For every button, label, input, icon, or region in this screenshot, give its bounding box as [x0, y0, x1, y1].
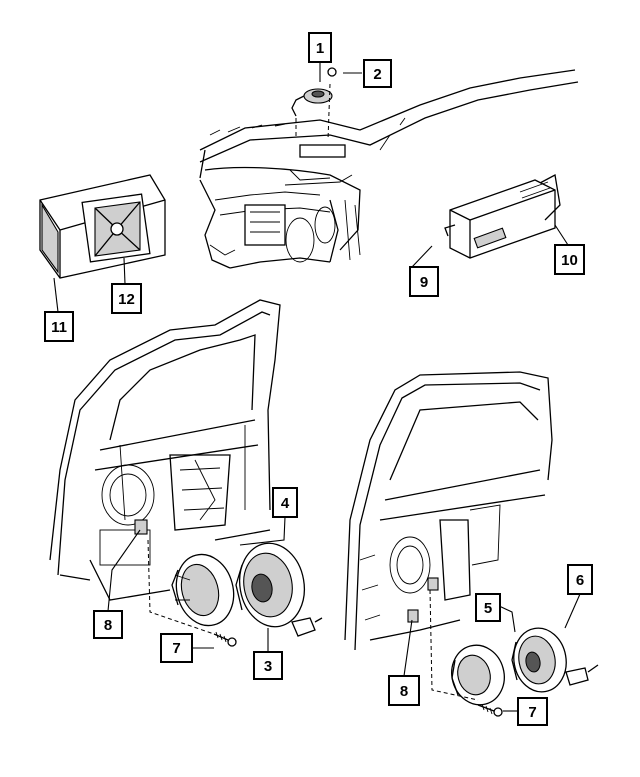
svg-text:12: 12	[118, 291, 135, 308]
rear-door-illustration	[344, 371, 553, 651]
svg-text:9: 9	[420, 274, 428, 291]
callout-2: 2	[363, 59, 392, 88]
callout-12: 12	[111, 283, 142, 314]
callout-9: 9	[409, 266, 439, 297]
leader-lines	[53, 62, 581, 712]
amplifier-illustration	[444, 174, 561, 259]
svg-text:7: 7	[172, 640, 180, 657]
callout-8-rear: 8	[388, 675, 420, 706]
svg-text:8: 8	[400, 683, 408, 700]
callout-11: 11	[44, 311, 74, 342]
rear-door-woofer-illustration	[511, 627, 599, 693]
callout-8-front: 8	[93, 610, 123, 639]
callout-4: 4	[272, 487, 298, 518]
svg-text:4: 4	[281, 495, 290, 512]
callout-7-rear: 7	[517, 697, 548, 726]
callout-7-front: 7	[160, 633, 193, 663]
callout-5: 5	[475, 593, 501, 622]
rear-door-speaker-illustration	[451, 644, 505, 706]
front-door-woofer-illustration	[235, 542, 323, 637]
svg-text:3: 3	[264, 658, 272, 675]
subwoofer-enclosure-illustration	[39, 174, 166, 279]
instrument-panel-illustration	[199, 67, 579, 269]
front-screw-illustration	[213, 631, 237, 647]
front-door-speaker-illustration	[171, 553, 235, 627]
callout-3: 3	[253, 651, 283, 680]
front-door-illustration	[49, 299, 281, 601]
svg-text:2: 2	[373, 66, 381, 83]
svg-text:7: 7	[528, 704, 536, 721]
svg-text:8: 8	[104, 617, 112, 634]
svg-text:6: 6	[576, 572, 584, 589]
callout-10: 10	[554, 244, 585, 275]
callout-1: 1	[308, 32, 332, 63]
rear-screw-illustration	[477, 703, 503, 717]
svg-text:5: 5	[484, 600, 492, 617]
svg-text:10: 10	[561, 252, 578, 269]
svg-text:11: 11	[51, 319, 67, 336]
callout-6: 6	[567, 564, 593, 595]
svg-text:1: 1	[316, 40, 324, 57]
